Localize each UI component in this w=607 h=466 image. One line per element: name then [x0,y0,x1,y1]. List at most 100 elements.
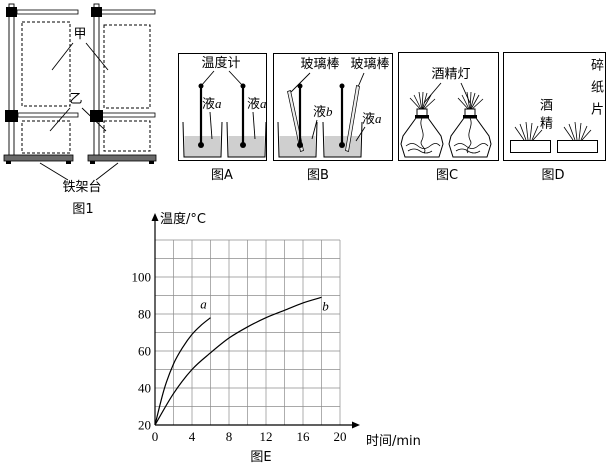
x-tick-label: 0 [152,429,159,444]
lamp-collar [463,115,477,118]
x-tick-label: 4 [189,429,196,444]
figure-d-frame [503,52,606,161]
iron-stand-left [3,3,79,164]
x-tick-label: 12 [260,429,273,444]
stand-base [87,154,157,162]
wick-fiber [421,91,424,112]
lamp-neck [416,108,428,117]
leader-line-liquid-right [252,111,256,140]
sample-dish-left [510,140,551,153]
sample-dish-right [557,140,598,153]
y-axis-arrowhead [151,213,159,221]
thermometer-top [297,83,303,89]
wick-fiber [469,94,480,112]
leader-line-thermometer-right [228,70,244,87]
label-iron-stand: 铁架台 [62,180,101,195]
figure-a-caption: 图A [211,168,233,183]
liquid-a-right [228,136,265,157]
lamp-inner-wick [466,117,472,154]
figure-e-caption: 图E [250,450,271,465]
beaker-right [322,121,363,158]
leader-line-liquid-right [355,126,366,142]
wick-fiber [418,91,423,112]
thermometer-top [240,83,246,89]
upper-clamp [91,7,102,17]
figure-d: 图D [503,52,606,183]
thermometer-top [339,83,345,89]
stand-foot [66,161,71,164]
lamp-inner-wick [420,117,426,154]
curve-a [154,317,211,426]
fiber-strand [514,126,525,141]
wick-fiber [469,92,476,112]
thermometer-bulb [297,142,303,148]
label-paper-scraps: 碎纸片 [588,58,603,124]
alcohol-lamp-left [400,91,444,158]
position-yi-box [103,120,151,152]
stand-rod [8,3,15,157]
lamp-body [448,117,492,158]
y-tick-label: 20 [138,418,151,433]
upper-clamp [6,7,17,17]
liquid-variable: b [326,104,333,119]
fiber-strand [574,121,578,141]
thermometer-bulb [198,142,204,148]
lamp-body [400,117,444,158]
thermometer-bulb [240,142,246,148]
leader-line-yi-right [81,107,107,132]
x-tick-label: 16 [297,429,311,444]
leader-line-thermometer-left [200,70,215,87]
beaker-right [226,121,267,158]
wick-fiber [469,91,472,112]
y-axis-label: 温度/°C [160,211,206,227]
y-tick-label: 80 [138,307,151,322]
leader-line-glass-rod-left [290,72,311,93]
x-tick-label: 20 [334,429,347,444]
position-yi-box [21,120,71,154]
label-liquid-right: 液a [362,111,382,127]
liquid-variable: a [375,111,382,126]
figure-c: 酒精灯 [398,52,499,183]
upper-clamp-arm [16,9,79,15]
figure-c-caption: 图C [436,168,458,183]
wick-fiber [421,92,428,112]
x-axis-label: 时间/min [366,434,421,449]
position-jia-box [103,24,151,109]
leader-line-jia-right [85,42,109,71]
liquid-word: 液 [247,97,260,112]
curve-b [154,296,322,426]
iron-stand-right [87,3,157,164]
position-jia-box [21,21,71,107]
y-tick-label: 60 [138,344,151,359]
lower-clamp [90,110,103,122]
lamp-alcohol-surface [405,143,441,149]
fiber-strand [525,121,529,141]
stand-foot [90,161,95,164]
fiber-strand [531,125,539,141]
y-tick-label: 40 [138,381,151,396]
lower-clamp-arm [17,112,79,118]
fiber-strand [578,122,582,141]
label-alcohol-lamp: 酒精灯 [431,67,470,82]
figure-1: 甲 乙 铁架台 图1 [3,3,157,217]
leader-line-yi-left [49,107,71,132]
label-jia: 甲 [73,27,86,42]
glass-rod-right [345,85,360,152]
lamp-alcohol-wave [407,148,433,154]
fiber-strand [519,123,527,141]
alcohol-lamp-right [448,91,492,158]
leader-line-liquid-left [209,111,213,140]
fiber-strand [563,126,574,141]
thermometer-top [198,83,204,89]
stand-rod [93,3,100,157]
lamp-collar [415,115,429,118]
fiber-strand [568,123,576,141]
leader-line-liquid-left [311,119,318,140]
leader-line-lamp-left [423,82,442,104]
wick-fiber [421,94,432,112]
paper-scraps-sample [563,121,592,141]
lamp-wick-fibers [457,91,484,112]
stand-foot [149,161,154,164]
label-alcohol: 酒精 [537,98,552,134]
